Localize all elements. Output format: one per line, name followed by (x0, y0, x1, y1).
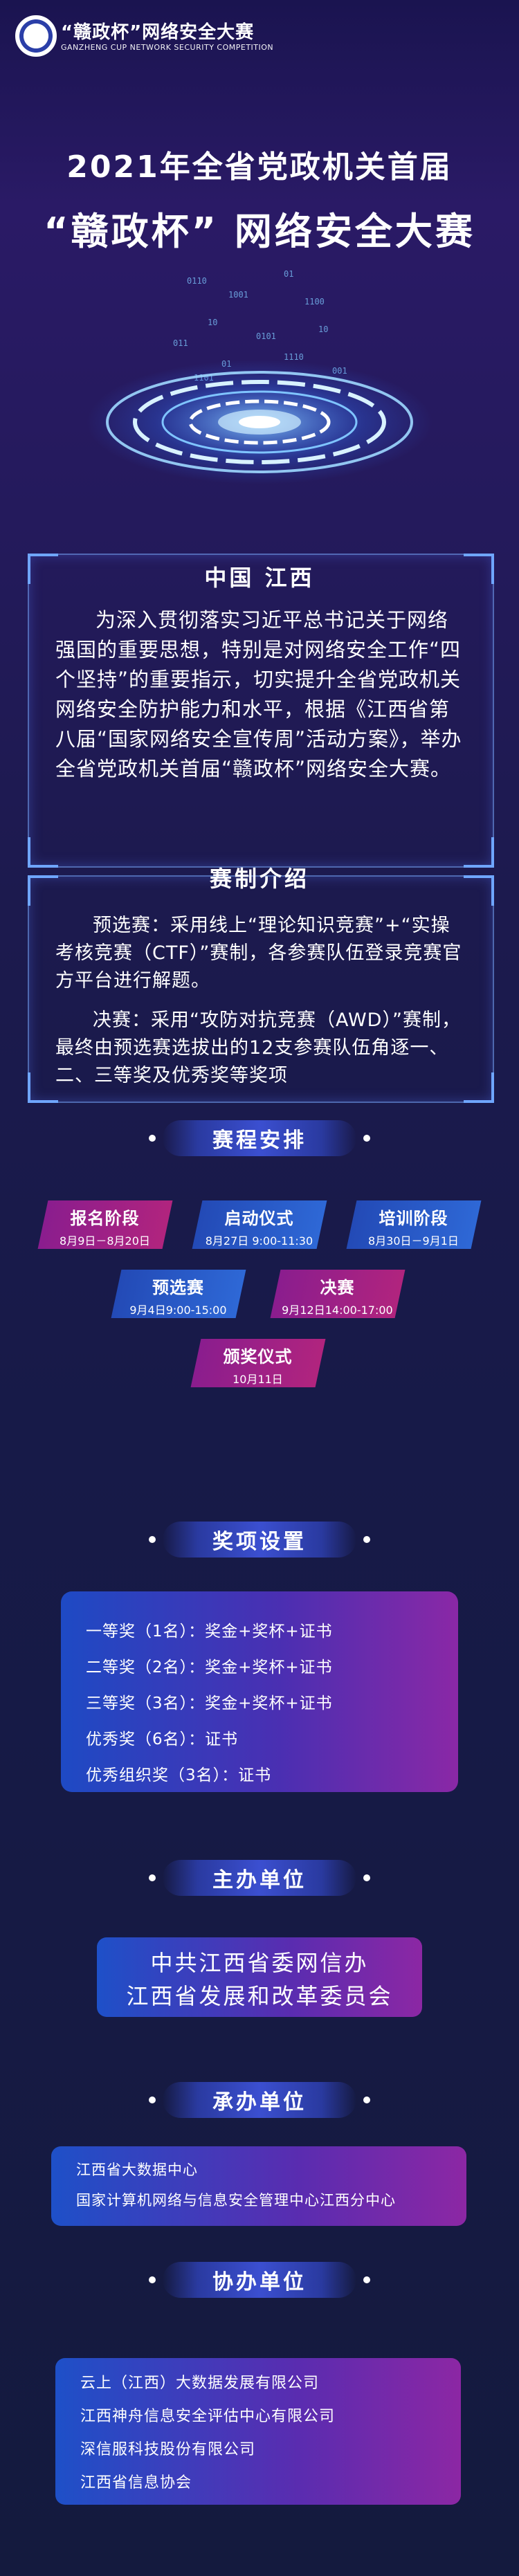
format-prelim: 预选赛：采用线上“理论知识竞赛”+“实操考核竞赛（CTF）”赛制，各参赛队伍登录… (55, 915, 462, 992)
svg-text:0110: 0110 (187, 276, 207, 286)
svg-text:1110: 1110 (284, 352, 304, 362)
awards-panel: 一等奖（1名）：奖金+奖杯+证书 二等奖（2名）：奖金+奖杯+证书 三等奖（3名… (61, 1591, 458, 1792)
award-row: 优秀奖（6名）：证书 (86, 1730, 239, 1748)
coorganizer-heading: 协办单位 (0, 2259, 519, 2301)
svg-text:1100: 1100 (304, 297, 325, 307)
svg-text:10: 10 (208, 318, 217, 327)
competition-logo-icon (15, 15, 57, 57)
svg-text:01: 01 (284, 269, 293, 279)
schedule-title: 赛程安排 (163, 1120, 356, 1156)
intro-paragraph: 为深入贯彻落实习近平总书记关于网络强国的重要思想，特别是对网络安全工作“四个坚持… (55, 608, 462, 780)
coorganizer-title: 协办单位 (163, 2262, 356, 2298)
awards-heading: 奖项设置 (0, 1519, 519, 1560)
svg-text:011: 011 (173, 338, 188, 348)
svg-text:10: 10 (318, 325, 328, 334)
host-line: 江西省发展和改革委员会 (126, 1983, 393, 2009)
host-panel: 中共江西省委网信办 江西省发展和改革委员会 (97, 1937, 422, 2017)
host-line: 中共江西省委网信办 (150, 1950, 369, 1976)
logo-subtitle: GANZHENG CUP NETWORK SECURITY COMPETITIO… (61, 43, 274, 52)
host-title: 主办单位 (163, 1860, 356, 1896)
organizer-title: 承办单位 (163, 2082, 356, 2118)
organizer-heading: 承办单位 (0, 2079, 519, 2121)
coorganizer-line: 江西神舟信息安全评估中心有限公司 (80, 2408, 336, 2425)
svg-text:1001: 1001 (228, 290, 248, 300)
schedule-heading: 赛程安排 (0, 1117, 519, 1159)
svg-text:0101: 0101 (256, 331, 276, 341)
intro-panel (28, 554, 494, 868)
award-row: 三等奖（3名）：奖金+奖杯+证书 (86, 1695, 333, 1712)
award-row: 一等奖（1名）：奖金+奖杯+证书 (86, 1623, 333, 1641)
award-row: 优秀组织奖（3名）：证书 (86, 1766, 272, 1784)
format-final: 决赛：采用“攻防对抗竞赛（AWD）”赛制，最终由预选赛选拔出的12支参赛队伍角逐… (55, 1010, 461, 1086)
coorganizer-line: 江西省信息协会 (80, 2474, 192, 2492)
coorganizer-line: 深信服科技股份有限公司 (80, 2441, 256, 2458)
host-heading: 主办单位 (0, 1857, 519, 1899)
format-title: 赛制介绍 (209, 866, 309, 892)
organizer-panel: 江西省大数据中心 国家计算机网络与信息安全管理中心江西分中心 (51, 2146, 466, 2226)
headline-line2: “赣政杯” 网络安全大赛 (44, 210, 475, 253)
coorganizer-line: 云上（江西）大数据发展有限公司 (80, 2375, 320, 2392)
format-panel (28, 875, 494, 1103)
organizer-line: 国家计算机网络与信息安全管理中心江西分中心 (76, 2192, 396, 2209)
logo-title: “赣政杯”网络安全大赛 (61, 22, 255, 43)
intro-title: 中国 江西 (204, 565, 315, 591)
coorganizer-panel: 云上（江西）大数据发展有限公司 江西神舟信息安全评估中心有限公司 深信服科技股份… (55, 2358, 461, 2505)
award-row: 二等奖（2名）：奖金+奖杯+证书 (86, 1659, 333, 1677)
organizer-line: 江西省大数据中心 (76, 2162, 198, 2178)
headline-line1: 2021年全省党政机关首届 (66, 149, 453, 185)
awards-title: 奖项设置 (163, 1522, 356, 1558)
